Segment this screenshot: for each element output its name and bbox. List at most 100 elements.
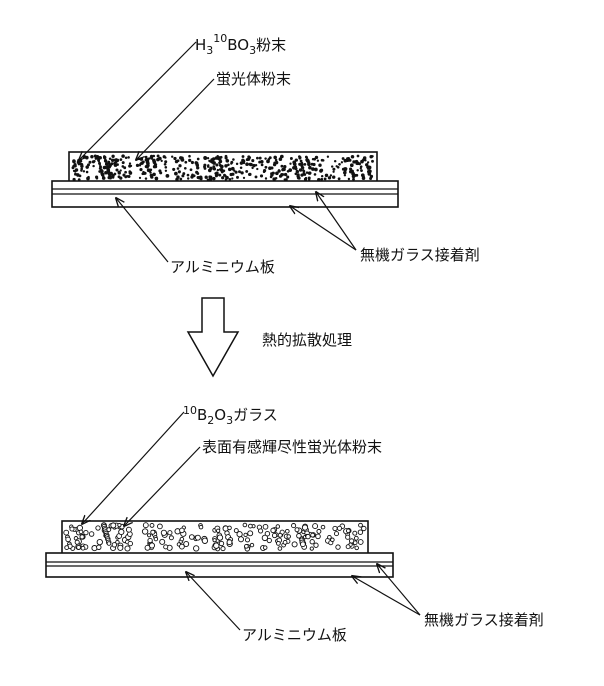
powder-particle <box>121 154 125 158</box>
powder-particle <box>233 169 236 172</box>
powder-particle <box>359 165 363 168</box>
powder-particle <box>189 168 193 172</box>
powder-particle <box>236 531 243 538</box>
powder-particle <box>181 174 185 178</box>
powder-particle <box>72 164 76 168</box>
powder-particle <box>138 176 142 180</box>
powder-particle <box>139 162 142 166</box>
powder-particle <box>307 171 312 175</box>
powder-particle <box>303 163 307 166</box>
powder-particle <box>289 162 292 165</box>
powder-particle <box>264 157 267 160</box>
powder-particle <box>111 154 115 158</box>
powder-particle <box>152 160 157 165</box>
powder-particle <box>258 528 264 534</box>
powder-particle <box>316 159 320 162</box>
powder-particle <box>369 154 373 159</box>
powder-particle <box>115 158 120 163</box>
powder-particle <box>305 158 309 162</box>
powder-particle <box>111 176 115 179</box>
powder-particle <box>338 162 341 166</box>
powder-particle <box>367 172 372 176</box>
powder-particle <box>107 162 111 165</box>
powder-particle <box>63 529 70 536</box>
powder-particle <box>176 167 180 170</box>
powder-particle <box>242 522 248 528</box>
top-adhesive-label: 無機ガラス接着剤 <box>360 246 480 264</box>
powder-particle <box>311 167 315 171</box>
powder-particle <box>163 544 169 550</box>
powder-particle <box>260 163 264 167</box>
top-powder-dots <box>71 154 374 182</box>
powder-particle <box>281 168 285 172</box>
powder-particle <box>200 176 203 179</box>
powder-particle <box>312 523 319 530</box>
powder-particle <box>355 161 359 165</box>
powder-particle <box>127 540 133 547</box>
powder-particle <box>295 170 300 174</box>
powder-particle <box>348 538 355 544</box>
powder-particle <box>352 530 358 536</box>
powder-particle <box>241 158 245 163</box>
powder-particle <box>92 164 95 168</box>
powder-particle <box>239 161 244 165</box>
powder-particle <box>188 154 191 158</box>
powder-particle <box>179 536 185 542</box>
powder-particle <box>371 159 374 163</box>
powder-particle <box>358 522 363 528</box>
powder-particle <box>260 160 264 164</box>
powder-particle <box>292 165 296 170</box>
process-label: 熱的拡散処理 <box>262 331 352 349</box>
powder-particle <box>197 176 201 180</box>
powder-particle <box>231 177 234 180</box>
powder-particle <box>230 166 235 171</box>
powder-particle <box>258 156 262 160</box>
powder-particle <box>83 529 89 536</box>
powder-particle <box>270 527 276 534</box>
powder-particle <box>242 161 246 165</box>
powder-particle <box>182 172 186 176</box>
powder-particle <box>168 535 174 541</box>
powder-particle <box>323 177 327 181</box>
powder-particle <box>337 177 341 181</box>
powder-particle <box>99 166 102 170</box>
powder-particle <box>186 173 190 177</box>
powder-particle <box>152 165 157 169</box>
powder-particle <box>227 163 230 167</box>
powder-particle <box>146 533 152 538</box>
powder-particle <box>165 174 170 178</box>
powder-particle <box>228 177 232 181</box>
powder-particle <box>336 525 343 531</box>
down-arrow-icon <box>186 297 240 378</box>
powder-particle <box>235 162 239 166</box>
powder-particle <box>324 173 329 178</box>
powder-particle <box>104 162 109 166</box>
powder-particle <box>109 176 112 180</box>
powder-particle <box>204 175 208 179</box>
powder-particle <box>193 545 200 552</box>
powder-particle <box>173 156 177 161</box>
powder-particle <box>96 544 102 550</box>
powder-particle <box>218 161 221 165</box>
powder-particle <box>356 154 360 158</box>
powder-particle <box>308 165 312 170</box>
powder-particle <box>224 154 228 158</box>
powder-particle <box>128 170 132 173</box>
powder-particle <box>278 174 283 178</box>
powder-particle <box>320 524 326 530</box>
powder-particle <box>349 167 353 171</box>
bottom-adhesive-label: 無機ガラス接着剤 <box>424 611 544 629</box>
powder-particle <box>125 526 132 533</box>
powder-particle <box>96 538 103 546</box>
powder-particle <box>220 170 224 174</box>
powder-particle <box>318 163 322 167</box>
powder-particle <box>87 175 90 179</box>
powder-particle <box>252 163 256 168</box>
powder-particle <box>201 537 209 544</box>
powder-particle <box>179 543 185 550</box>
powder-particle <box>291 541 298 548</box>
powder-particle <box>348 158 352 162</box>
powder-particle <box>327 535 332 540</box>
powder-particle <box>191 173 194 177</box>
powder-particle <box>298 156 302 160</box>
